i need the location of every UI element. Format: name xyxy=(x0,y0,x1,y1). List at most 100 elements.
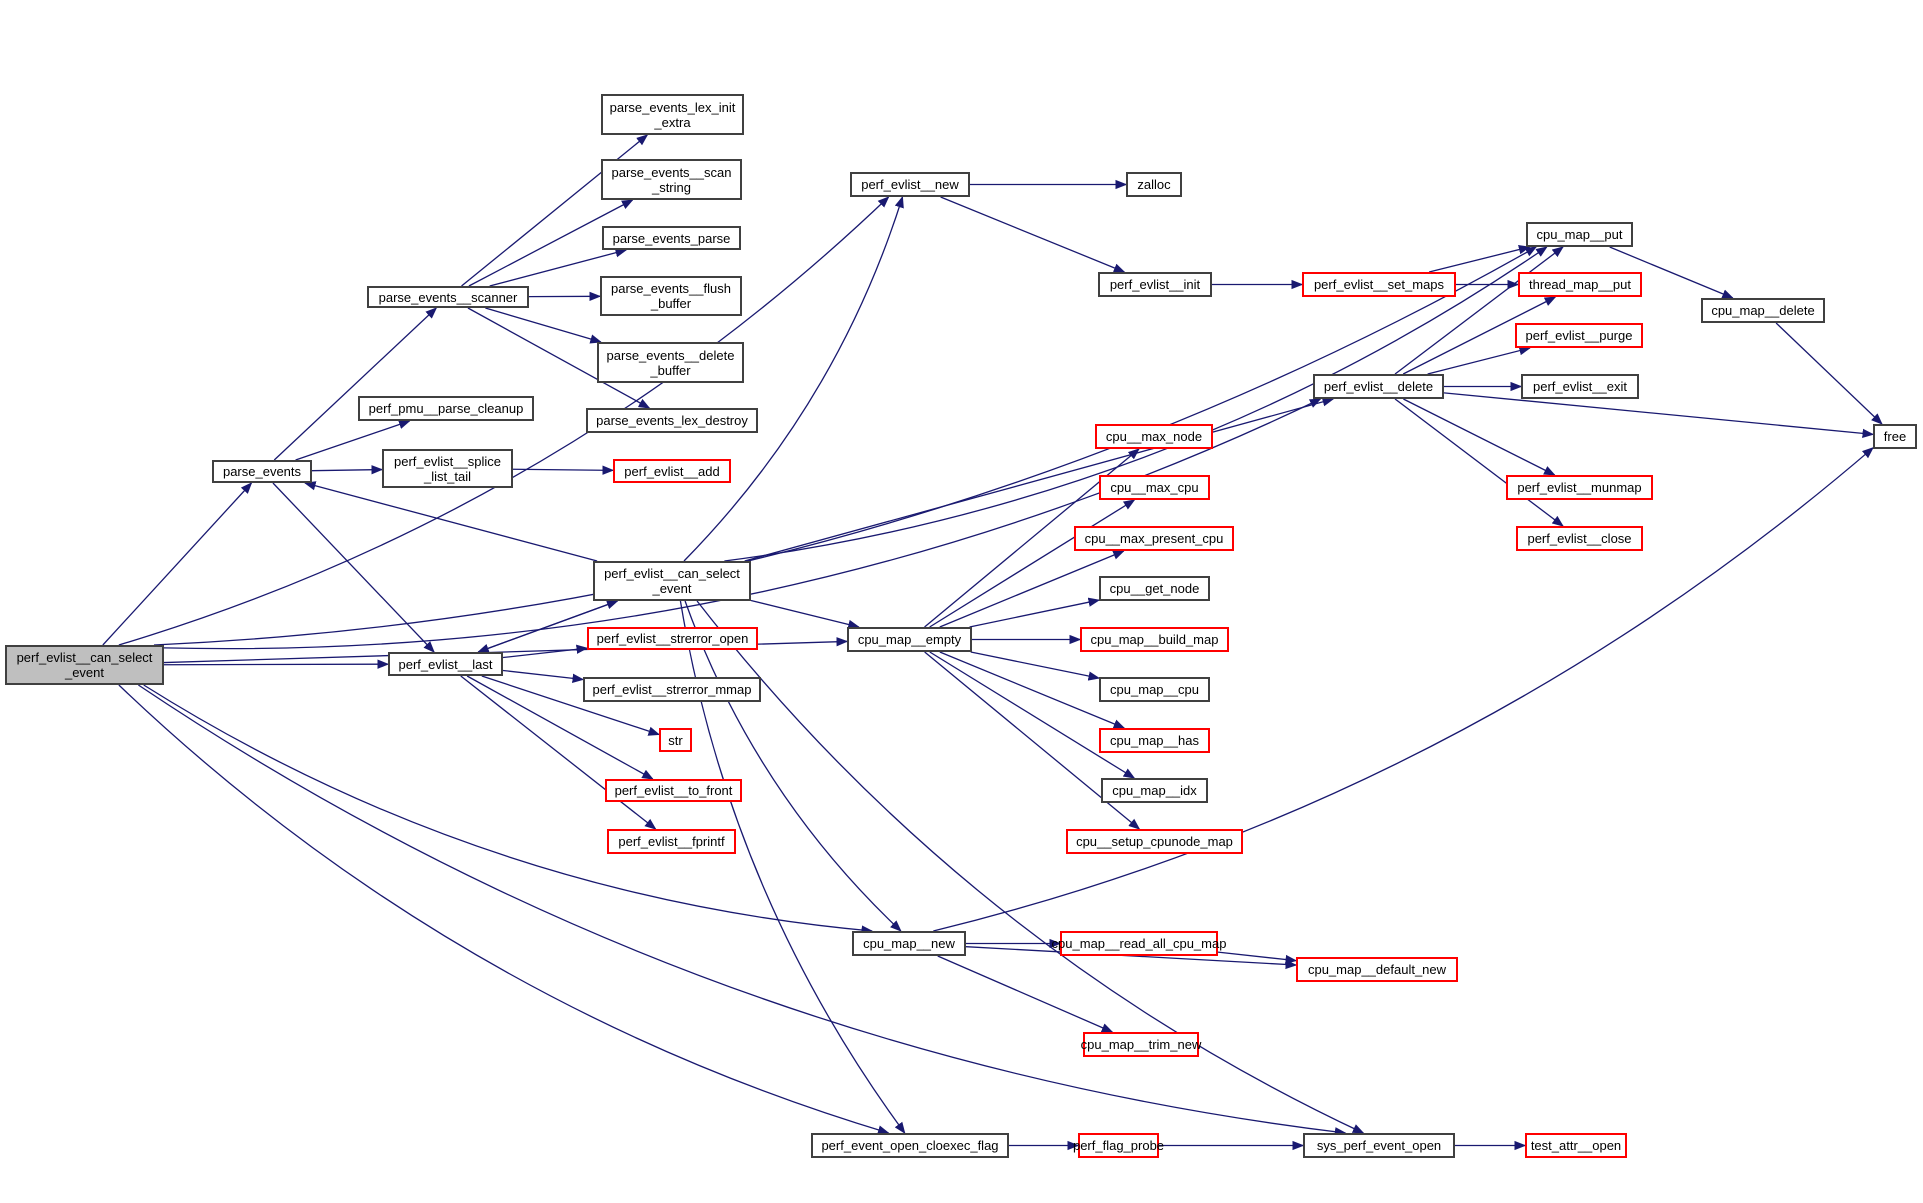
node-readall[interactable]: cpu_map__read_all_cpu_map xyxy=(1052,931,1226,956)
node-label: perf_evlist__last xyxy=(398,656,493,672)
node-sysopen[interactable]: sys_perf_event_open xyxy=(1303,1133,1455,1158)
node-testattr[interactable]: test_attr__open xyxy=(1525,1133,1627,1158)
node-flush[interactable]: parse_events__flush _buffer xyxy=(600,276,742,316)
edge-evdelete-to-cmput xyxy=(1394,246,1564,375)
node-last[interactable]: perf_evlist__last xyxy=(388,652,503,676)
node-parse-events[interactable]: parse_events xyxy=(212,460,312,483)
node-evclose[interactable]: perf_evlist__close xyxy=(1516,526,1643,551)
node-evexit[interactable]: perf_evlist__exit xyxy=(1521,374,1639,399)
node-label: perf_evlist__to_front xyxy=(614,783,733,798)
node-cloexec[interactable]: perf_event_open_cloexec_flag xyxy=(811,1133,1009,1158)
edge-evdelete-to-evclose xyxy=(1394,398,1564,527)
node-free[interactable]: free xyxy=(1873,424,1917,449)
node-label: perf_evlist__new xyxy=(861,177,959,192)
node-maxpres[interactable]: cpu__max_present_cpu xyxy=(1074,526,1234,551)
edge-cmempty-to-getnode xyxy=(969,597,1101,628)
node-label: parse_events__scanner xyxy=(378,289,518,305)
node-evinit[interactable]: perf_evlist__init xyxy=(1098,272,1212,297)
edge-cmnew-to-free xyxy=(933,447,1874,932)
edge-cmput-to-cmdelete xyxy=(1609,246,1734,299)
node-label: parse_events__scan _string xyxy=(611,164,732,195)
node-splice[interactable]: perf_evlist__splice _list_tail xyxy=(382,449,513,488)
node-label: cpu_map__trim_new xyxy=(1080,1037,1202,1052)
node-pmu-cleanup[interactable]: perf_pmu__parse_cleanup xyxy=(358,396,534,421)
node-label: str xyxy=(668,732,683,748)
node-label: perf_pmu__parse_cleanup xyxy=(368,401,524,416)
node-label: perf_evlist__set_maps xyxy=(1313,277,1445,292)
edge-evnew-to-evinit xyxy=(940,196,1126,273)
node-label: cpu_map__default_new xyxy=(1307,962,1447,977)
node-cansel2[interactable]: perf_evlist__can_select _event xyxy=(593,561,751,601)
node-buildmap[interactable]: cpu_map__build_map xyxy=(1080,627,1229,652)
node-evnew[interactable]: perf_evlist__new xyxy=(850,172,970,197)
edge-root-to-last xyxy=(163,659,390,669)
edge-cmempty-to-cmidx xyxy=(929,651,1136,779)
node-label: perf_evlist__close xyxy=(1527,531,1632,546)
node-cmdelete[interactable]: cpu_map__delete xyxy=(1701,298,1825,323)
node-scanner[interactable]: parse_events__scanner xyxy=(367,286,529,308)
node-label: cpu_map__new xyxy=(863,936,955,951)
node-label: perf_evlist__strerror_open xyxy=(596,631,749,646)
node-cmidx[interactable]: cpu_map__idx xyxy=(1101,778,1208,803)
edge-cmempty-to-maxpres xyxy=(939,550,1125,628)
node-label: parse_events_lex_init _extra xyxy=(609,99,736,130)
edge-root-to-cloexec xyxy=(118,684,890,1135)
edge-cmempty-to-setupnode xyxy=(924,651,1141,830)
node-setmaps[interactable]: perf_evlist__set_maps xyxy=(1302,272,1456,297)
node-label: perf_evlist__can_select _event xyxy=(16,650,153,680)
node-munmap[interactable]: perf_evlist__munmap xyxy=(1506,475,1653,500)
edge-root-to-cmput xyxy=(153,246,1538,646)
edge-cansel2-to-cmempty xyxy=(750,599,860,630)
node-label: perf_evlist__exit xyxy=(1533,379,1627,394)
node-evdelete[interactable]: perf_evlist__delete xyxy=(1313,374,1444,399)
edge-cansel2-to-cmput xyxy=(724,246,1548,562)
edge-cansel2-to-evnew xyxy=(683,195,904,562)
node-serr-mmap[interactable]: perf_evlist__strerror_mmap xyxy=(583,677,761,702)
edge-readall-to-defnew xyxy=(1217,951,1298,965)
node-zalloc[interactable]: zalloc xyxy=(1126,172,1182,197)
node-fprintf[interactable]: perf_evlist__fprintf xyxy=(607,829,736,854)
node-label: cpu__max_node xyxy=(1105,429,1203,444)
edge-cansel2-to-evdelete xyxy=(744,397,1335,562)
node-flagprobe[interactable]: perf_flag_probe xyxy=(1073,1133,1164,1158)
node-label: cpu__max_present_cpu xyxy=(1084,531,1224,546)
node-cmput[interactable]: cpu_map__put xyxy=(1526,222,1633,247)
node-setupnode[interactable]: cpu__setup_cpunode_map xyxy=(1066,829,1243,854)
node-label: cpu__max_cpu xyxy=(1110,480,1199,495)
node-evadd[interactable]: perf_evlist__add xyxy=(613,459,731,483)
node-scan-string[interactable]: parse_events__scan _string xyxy=(601,159,742,200)
node-defnew[interactable]: cpu_map__default_new xyxy=(1296,957,1458,982)
node-cmnew[interactable]: cpu_map__new xyxy=(852,931,966,956)
node-tmput[interactable]: thread_map__put xyxy=(1518,272,1642,297)
node-label: zalloc xyxy=(1137,177,1171,192)
node-maxcpu[interactable]: cpu__max_cpu xyxy=(1099,475,1210,500)
node-label: perf_evlist__add xyxy=(624,463,720,479)
node-label: perf_evlist__delete xyxy=(1323,379,1434,394)
node-cmcpu[interactable]: cpu_map__cpu xyxy=(1099,677,1210,702)
node-delbuf[interactable]: parse_events__delete _buffer xyxy=(597,342,744,383)
node-label: perf_evlist__can_select _event xyxy=(604,566,740,596)
edge-evdelete-to-free xyxy=(1443,392,1875,439)
node-serr-open[interactable]: perf_evlist__strerror_open xyxy=(587,627,758,650)
node-label: parse_events__delete _buffer xyxy=(606,347,735,378)
edge-evdelete-to-munmap xyxy=(1403,398,1556,476)
node-str[interactable]: str xyxy=(659,728,692,752)
node-label: thread_map__put xyxy=(1529,277,1631,292)
node-label: parse_events_lex_destroy xyxy=(596,413,748,428)
node-tofront[interactable]: perf_evlist__to_front xyxy=(605,779,742,802)
node-label: perf_flag_probe xyxy=(1072,1138,1165,1153)
node-cmhas[interactable]: cpu_map__has xyxy=(1099,728,1210,753)
node-maxnode[interactable]: cpu__max_node xyxy=(1095,424,1213,449)
edge-cmempty-to-maxcpu xyxy=(929,499,1136,628)
node-pe-parse[interactable]: parse_events_parse xyxy=(602,226,741,250)
edge-evdelete-to-purge xyxy=(1427,346,1531,375)
node-label: cpu_map__put xyxy=(1536,227,1623,242)
node-cmempty[interactable]: cpu_map__empty xyxy=(847,627,972,652)
edge-root-to-evdelete xyxy=(163,398,1322,650)
node-purge[interactable]: perf_evlist__purge xyxy=(1515,323,1643,348)
node-getnode[interactable]: cpu__get_node xyxy=(1099,576,1210,601)
node-lex-init[interactable]: parse_events_lex_init _extra xyxy=(601,94,744,135)
node-lexdestroy[interactable]: parse_events_lex_destroy xyxy=(586,408,758,433)
node-trimnew[interactable]: cpu_map__trim_new xyxy=(1080,1032,1202,1057)
